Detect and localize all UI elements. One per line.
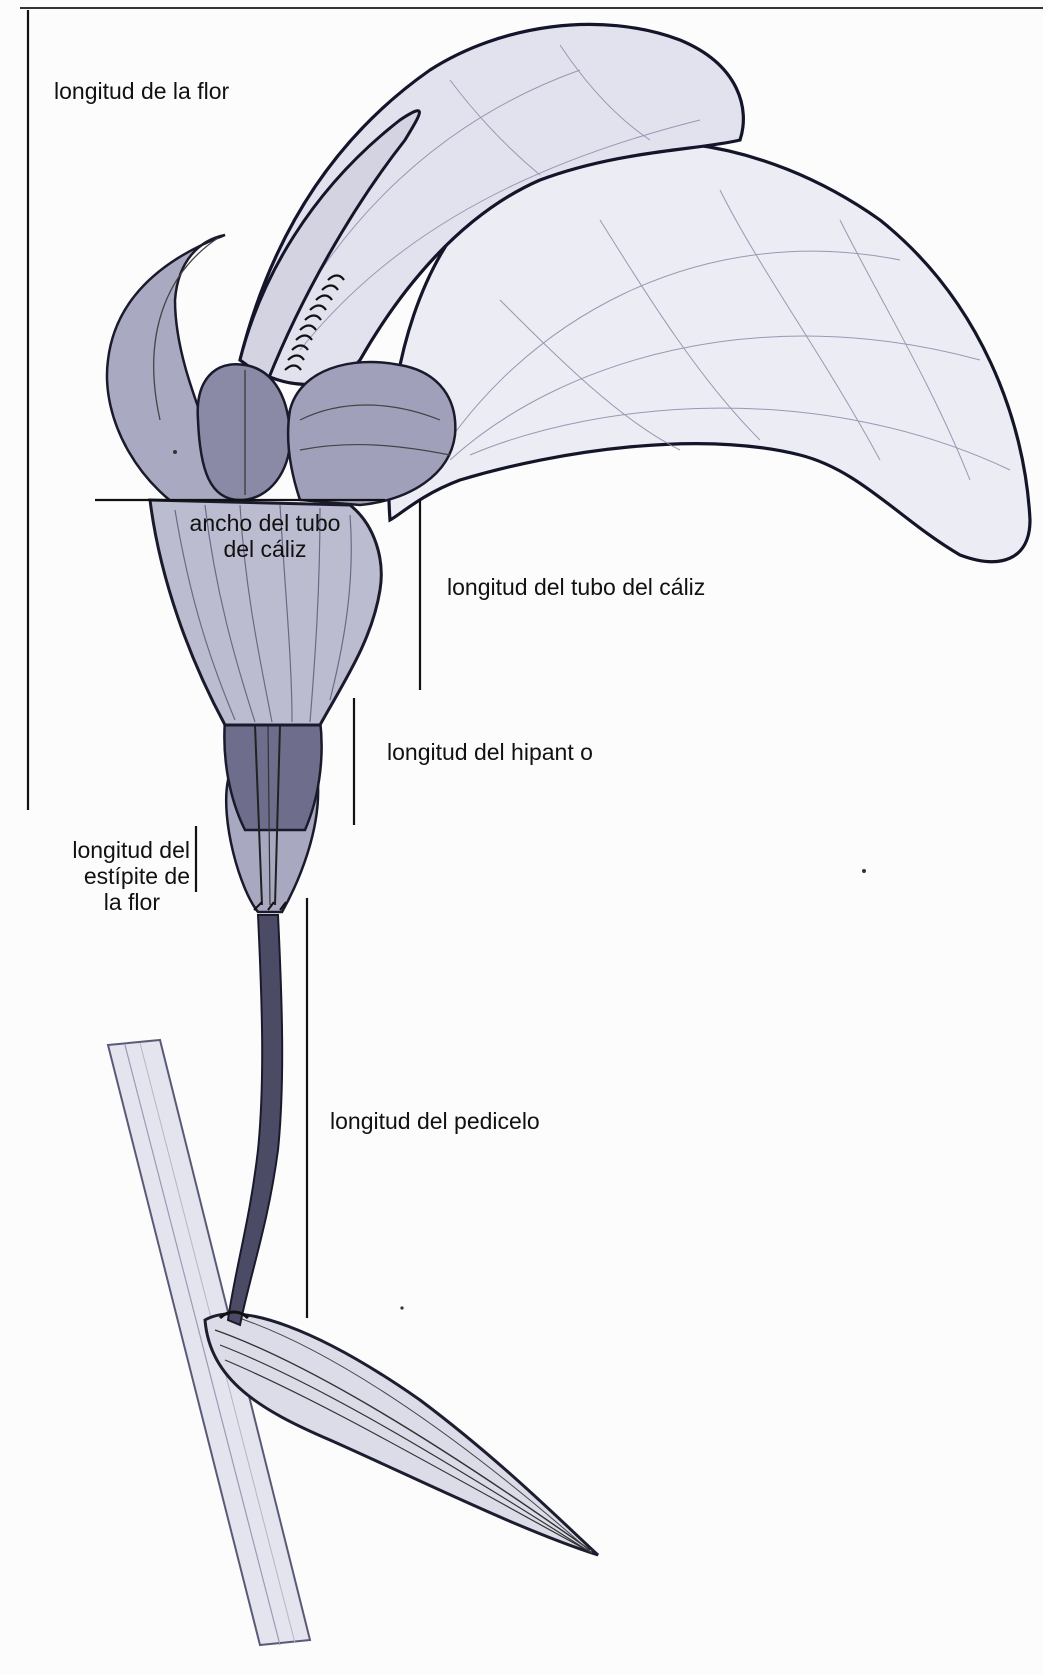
pedicel bbox=[220, 915, 282, 1325]
label-flower-length: longitud de la flor bbox=[54, 78, 229, 104]
label-flower-stipe-length: longitud del estípite de la flor bbox=[20, 837, 190, 915]
label-hypanthium-length: longitud del hipant o bbox=[387, 739, 593, 765]
label-calyx-tube-width-line-2: del cáliz bbox=[150, 536, 380, 562]
calyx-lobe-middle bbox=[198, 364, 290, 500]
hypanthium bbox=[224, 720, 321, 912]
label-stipe-line-1: longitud del bbox=[20, 837, 190, 863]
label-stipe-line-2: estípite de bbox=[20, 863, 190, 889]
label-stipe-line-3: la flor bbox=[20, 889, 190, 915]
label-calyx-tube-width-line-1: ancho del tubo bbox=[150, 510, 380, 536]
label-calyx-tube-width: ancho del tubo del cáliz bbox=[150, 510, 380, 562]
label-pedicel-length: longitud del pedicelo bbox=[330, 1108, 540, 1134]
label-calyx-tube-length: longitud del tubo del cáliz bbox=[447, 574, 705, 600]
